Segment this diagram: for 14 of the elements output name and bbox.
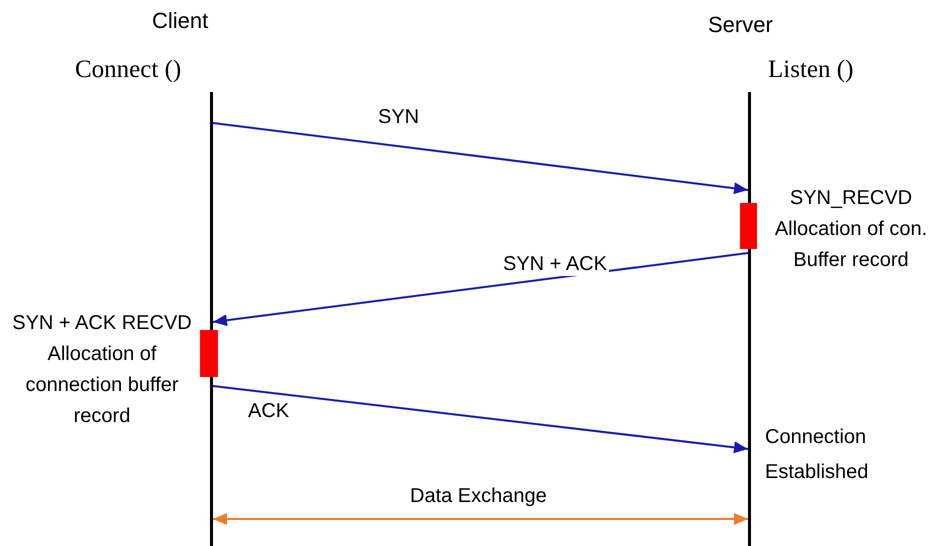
method-call: Listen () (768, 56, 854, 84)
arrow (212, 385, 748, 454)
arrow (212, 122, 748, 194)
activation-bar (740, 203, 757, 249)
arrow (212, 252, 748, 326)
participant-name: Server (708, 12, 773, 38)
edge-label: SYN + ACK (501, 253, 609, 276)
note-text: Connection Established (765, 425, 870, 485)
participant-name: Client (152, 8, 208, 34)
activation-bar (200, 330, 218, 377)
note-text: SYN + ACK RECVD Allocation of connection buffer record (11, 311, 193, 429)
method-call: Connect () (75, 56, 182, 84)
double-arrow (213, 513, 748, 525)
note-text: SYN_RECVD Allocation of con. Buffer record (774, 186, 928, 273)
